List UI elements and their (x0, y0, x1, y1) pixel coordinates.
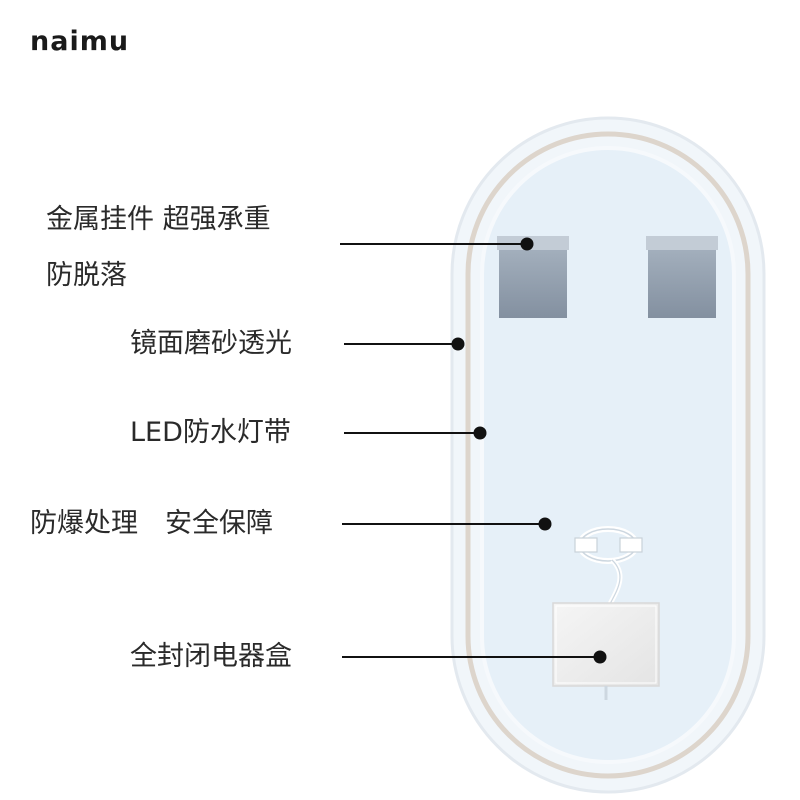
callout-led-strip: LED防水灯带 (130, 417, 291, 448)
pointer-dot-led-strip (473, 426, 487, 440)
callout-mirror-surface: 镜面磨砂透光 (130, 328, 292, 359)
led-ring (465, 131, 751, 779)
pointer-dot-hanger (520, 237, 534, 251)
hanger-left (497, 236, 569, 318)
callout-hanger-line2: 防脱落 (46, 260, 127, 291)
callout-explosion-proof: 防爆处理 安全保障 (30, 508, 273, 539)
pointer-dot-mirror-surface (451, 337, 465, 351)
hanger-right (646, 236, 718, 318)
callout-hanger-line1: 金属挂件 超强承重 (46, 204, 271, 235)
callout-electric-box: 全封闭电器盒 (130, 641, 292, 672)
pointer-dot-electric-box (593, 650, 607, 664)
callout-pointers (340, 237, 607, 664)
cable-coil (574, 526, 643, 606)
electric-box (552, 602, 660, 700)
naimu-logo: naimu (30, 26, 130, 57)
pointer-dot-explosion-proof (538, 517, 552, 531)
